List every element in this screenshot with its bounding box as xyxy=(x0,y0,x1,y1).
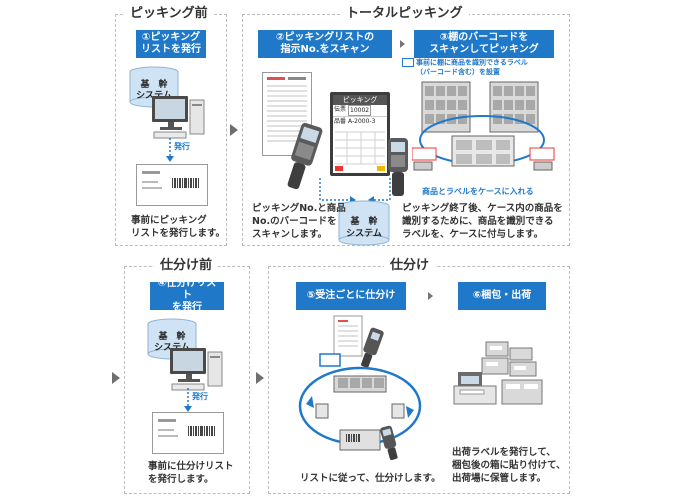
handheld-screen-grid xyxy=(335,131,385,171)
shelf-label-note: 事前に棚に商品を識別できるラベル （バーコード含む）を設置 xyxy=(402,58,558,77)
core-system-computer-illustration-2: 基 幹 システム xyxy=(147,318,223,391)
handheld-row1-value: 10002 xyxy=(348,105,372,116)
handheld-row2-label: 品番 xyxy=(334,118,347,125)
system-label-1: 基 幹 xyxy=(139,78,168,90)
flow-arrow-2 xyxy=(112,372,120,384)
panel-title-total-picking: トータルピッキング xyxy=(340,6,469,22)
issue-arrow xyxy=(166,138,174,162)
step-3-scan-shelf-barcode: ③棚のバーコードをスキャンしてピッキング xyxy=(414,30,554,58)
issue-arrow-2 xyxy=(184,388,192,412)
system-label-3: 基 幹 xyxy=(157,330,186,342)
sorting-illustration xyxy=(298,315,422,461)
caption-sorting: リストに従って、仕分けします。 xyxy=(300,473,441,484)
issue-label-2: 発行 xyxy=(192,392,208,401)
system-label-2: システム xyxy=(136,90,172,101)
step-arrow-2-3 xyxy=(400,40,405,48)
system-label-center-1: 基 幹 xyxy=(349,215,378,227)
caption-case-label: ピッキング終了後、ケース内の商品を 識別するために、商品を識別できる ラベルを、… xyxy=(402,203,563,240)
handheld-row2-value: A-2000-3 xyxy=(348,118,376,125)
panel-title-sorting: 仕分け xyxy=(384,258,436,274)
core-system-computer-illustration: 基 幹 システム xyxy=(129,66,205,139)
core-system-database: 基 幹 システム xyxy=(338,200,390,246)
handheld-screen-title: ピッキング xyxy=(333,95,387,105)
step-6-pack-and-ship: ⑥梱包・出荷 xyxy=(458,282,546,310)
step-2-scan-list-number: ②ピッキングリストの指示No.をスキャン xyxy=(258,30,392,58)
system-label-center-2: システム xyxy=(346,228,382,239)
case-note: 商品とラベルをケースに入れる xyxy=(422,187,534,196)
packing-shipping-illustration xyxy=(453,341,543,405)
shelf-picking-illustration xyxy=(412,81,555,171)
caption-picking-before: 事前にピッキング リストを発行します。 xyxy=(131,215,226,239)
flow-arrow-3 xyxy=(256,372,264,384)
step-5-sort-by-order: ⑤受注ごとに仕分け xyxy=(296,282,406,310)
handheld-screen: ピッキング 伝票 10002 品番 A-2000-3 xyxy=(330,92,390,176)
caption-pack-ship: 出荷ラベルを発行して、 梱包後の箱に貼り付けて、 出荷場に保管します。 xyxy=(452,447,566,484)
step-arrow-5-6 xyxy=(428,292,433,300)
issue-label-1: 発行 xyxy=(174,142,190,151)
shelf-label-icon xyxy=(402,58,414,67)
system-label-4: システム xyxy=(154,342,190,353)
handheld-scanner-icon-2 xyxy=(388,138,408,196)
panel-title-picking-before: ピッキング前 xyxy=(124,6,214,22)
picking-list-sheet xyxy=(136,164,208,206)
handheld-row1-label: 伝票 xyxy=(334,106,347,113)
step-4-issue-sorting-list: ④仕分けリストを発行 xyxy=(150,278,224,313)
step-1-issue-picking-list: ①ピッキングリストを発行 xyxy=(136,30,206,58)
panel-title-sorting-before: 仕分け前 xyxy=(154,258,219,274)
caption-sorting-before: 事前に仕分けリスト を発行します。 xyxy=(148,461,234,485)
handheld-scanner-icon xyxy=(287,122,323,190)
flow-arrow-1 xyxy=(230,124,238,136)
sorting-list-sheet xyxy=(152,412,224,454)
caption-scan-numbers: ピッキングNo.と商品 No.のバーコードを スキャンします。 xyxy=(252,203,346,240)
